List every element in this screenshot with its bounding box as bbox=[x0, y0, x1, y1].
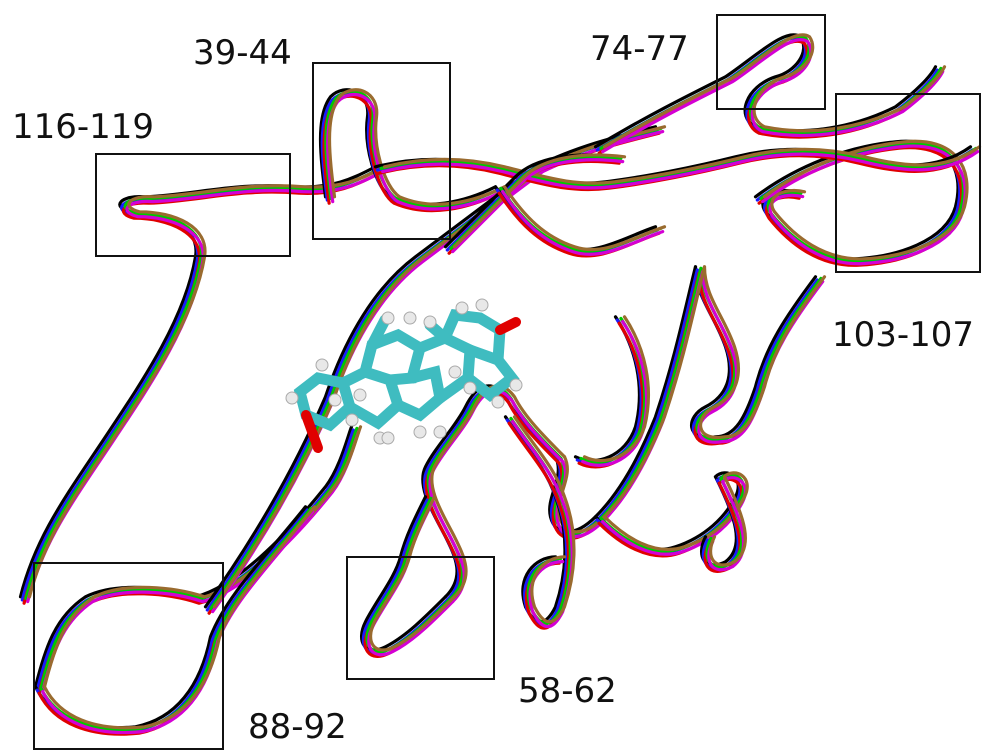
backbone-trace bbox=[360, 495, 448, 652]
backbone-trace bbox=[593, 33, 938, 149]
backbone-trace bbox=[707, 480, 746, 572]
backbone-trace bbox=[327, 88, 507, 206]
region-label-74-77: 74-77 bbox=[590, 29, 689, 69]
backbone-trace bbox=[382, 145, 982, 185]
region-label-103-107: 103-107 bbox=[832, 315, 975, 355]
backbone-trace bbox=[549, 268, 699, 537]
backbone-trace bbox=[381, 150, 980, 190]
backbone-trace bbox=[430, 384, 567, 599]
backbone-trace bbox=[502, 185, 667, 252]
backbone-trace bbox=[369, 495, 457, 652]
ligand-carbon-bonds bbox=[293, 309, 520, 432]
backbone-trace bbox=[39, 506, 313, 731]
backbone-trace bbox=[39, 426, 359, 690]
backbone-trace bbox=[602, 471, 749, 552]
backbone-trace bbox=[575, 318, 643, 466]
region-label-58-62: 58-62 bbox=[518, 671, 617, 711]
region-box-58-62 bbox=[346, 556, 495, 680]
region-box-39-44 bbox=[312, 62, 451, 240]
region-box-116-119 bbox=[95, 153, 291, 257]
region-label-116-119: 116-119 bbox=[12, 107, 155, 147]
backbone-trace bbox=[555, 270, 705, 539]
ligand-oxygen-bonds bbox=[301, 317, 521, 453]
ligand-hydrogens bbox=[285, 298, 523, 445]
region-box-88-92 bbox=[33, 562, 224, 750]
backbone-trace bbox=[452, 153, 627, 249]
backbone-trace bbox=[582, 315, 651, 462]
backbone-trace bbox=[42, 505, 317, 730]
backbone-trace bbox=[602, 33, 947, 149]
backbone-trace bbox=[42, 425, 363, 689]
backbone-trace bbox=[512, 415, 576, 624]
backbone-trace bbox=[557, 265, 707, 534]
backbone-trace bbox=[573, 315, 642, 462]
backbone-trace bbox=[551, 271, 701, 540]
region-box-74-77 bbox=[716, 14, 826, 110]
backbone-trace bbox=[548, 265, 698, 534]
backbone-trace bbox=[709, 475, 747, 567]
steroid-ligand bbox=[285, 298, 523, 453]
backbone-trace bbox=[27, 165, 387, 599]
backbone-trace bbox=[451, 158, 625, 254]
backbone-trace bbox=[761, 144, 967, 266]
backbone-trace bbox=[579, 316, 647, 464]
backbone-trace bbox=[698, 265, 827, 440]
backbone-traces bbox=[18, 33, 982, 736]
region-label-88-92: 88-92 bbox=[248, 707, 347, 747]
region-label-39-44: 39-44 bbox=[193, 33, 292, 73]
region-box-103-107 bbox=[835, 93, 981, 273]
backbone-trace bbox=[501, 190, 665, 256]
backbone-trace bbox=[553, 266, 703, 535]
backbone-trace bbox=[762, 139, 969, 261]
